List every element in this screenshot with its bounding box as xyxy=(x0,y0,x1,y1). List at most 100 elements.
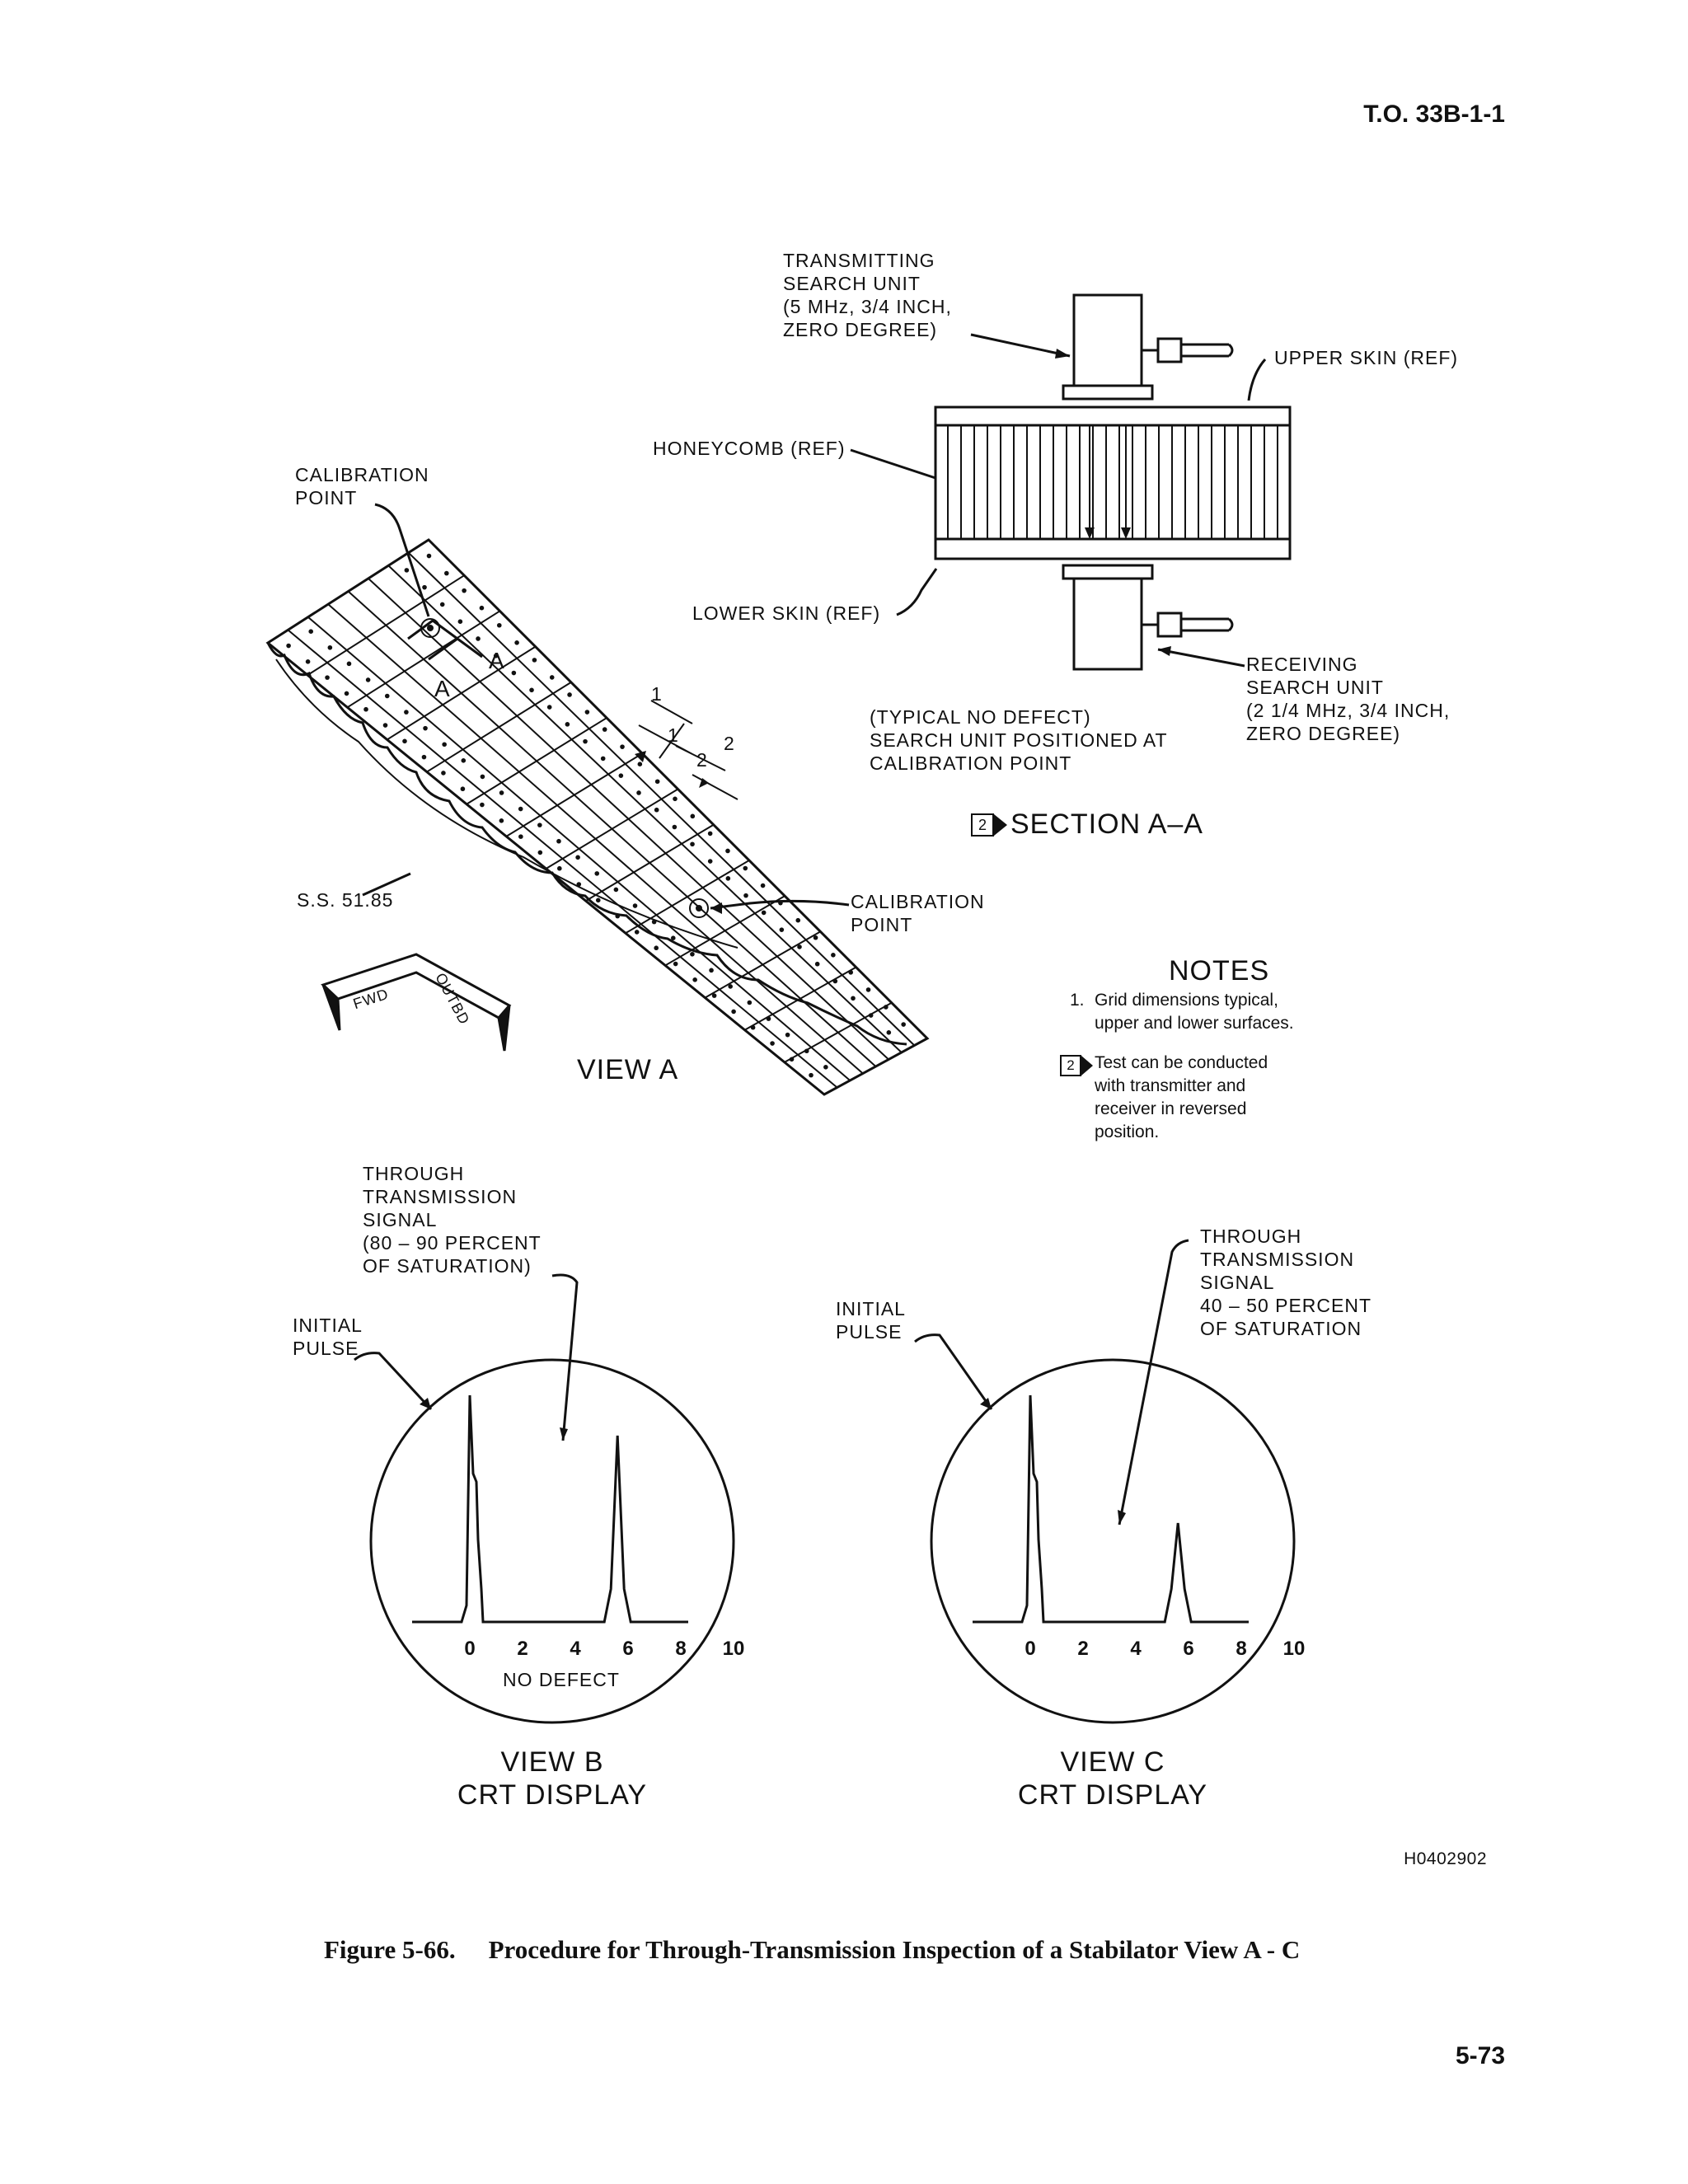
rivet xyxy=(556,838,561,844)
lower-skin xyxy=(934,537,1292,560)
note-2-callout: 2 xyxy=(1060,1055,1081,1076)
crt-trace-c xyxy=(973,1394,1249,1624)
rivet xyxy=(636,790,641,795)
rivet xyxy=(583,738,588,744)
rivet xyxy=(711,993,717,998)
rivet xyxy=(823,1065,828,1070)
rivet xyxy=(499,818,504,823)
rivet xyxy=(402,738,407,744)
rivet xyxy=(654,779,660,785)
rivet xyxy=(511,670,517,676)
rivet xyxy=(848,970,854,975)
figure-caption-text: Procedure for Through-Transmission Inspe… xyxy=(488,1935,1301,1964)
rivet xyxy=(634,930,640,935)
calibration-point-2 xyxy=(689,898,709,918)
rivet xyxy=(422,584,427,590)
rivet xyxy=(813,935,818,940)
grid-line xyxy=(307,616,851,1081)
rivet xyxy=(832,978,838,984)
section-aa-drawing xyxy=(850,293,1292,671)
rivet xyxy=(426,553,432,559)
rivet xyxy=(346,661,352,667)
figure-caption: Figure 5-66. Procedure for Through-Transm… xyxy=(298,1905,1300,1994)
rivet xyxy=(537,823,542,827)
rivet xyxy=(565,722,570,727)
rivet xyxy=(725,876,731,881)
rivet xyxy=(750,1024,756,1030)
rivet xyxy=(404,568,410,573)
transmitting-search-unit xyxy=(1072,293,1143,387)
rivet xyxy=(651,919,657,925)
rivet xyxy=(770,1041,775,1046)
rivet xyxy=(575,855,580,860)
view-a-drawing xyxy=(265,503,930,1096)
dimension-1b: 1 xyxy=(668,724,679,746)
rivet xyxy=(886,1030,892,1035)
rivet xyxy=(363,706,368,712)
rivet xyxy=(518,806,523,812)
rivet xyxy=(423,725,428,731)
rivet xyxy=(286,643,291,649)
calibration-point-bottom-label: CALIBRATION POINT xyxy=(851,891,985,935)
dimension-1a: 1 xyxy=(651,683,663,705)
crt-circle-b xyxy=(369,1358,735,1724)
rivet xyxy=(557,865,562,871)
rivet xyxy=(532,658,537,663)
crt-tick-label: 2 xyxy=(517,1638,528,1660)
lower-skin-label: LOWER SKIN (REF) xyxy=(692,602,881,624)
note-2-callout-arrow xyxy=(1081,1056,1093,1076)
section-marker-a-1: A xyxy=(489,648,505,673)
crt-tick-label: 10 xyxy=(723,1638,745,1660)
rivet xyxy=(600,756,606,762)
rivet xyxy=(743,893,748,898)
figure-number: Figure 5-66. xyxy=(324,1935,456,1964)
rivet xyxy=(325,675,330,680)
rivet xyxy=(480,802,485,808)
rivet xyxy=(444,570,449,576)
honeycomb xyxy=(934,424,1292,541)
rivet xyxy=(460,786,466,792)
rivet xyxy=(731,1009,736,1015)
rivet xyxy=(728,984,733,989)
crt-tick-label: 8 xyxy=(675,1638,686,1660)
rivet xyxy=(457,619,463,624)
rivet xyxy=(795,917,801,923)
crt-tick-label: 0 xyxy=(464,1638,475,1660)
rivet xyxy=(595,898,601,903)
calibration-point-top-label: CALIBRATION POINT xyxy=(295,464,429,509)
rivet xyxy=(594,871,600,876)
rivet xyxy=(725,848,730,854)
crt-tick-label: 10 xyxy=(1283,1638,1306,1660)
rivet xyxy=(421,754,427,760)
rivet xyxy=(654,807,659,813)
rivet xyxy=(670,935,676,940)
rivet xyxy=(461,758,467,763)
rivet xyxy=(884,1005,889,1010)
rivet xyxy=(529,687,534,693)
note-2-text: Test can be conducted with transmitter a… xyxy=(1095,1053,1268,1141)
rivet xyxy=(476,636,481,641)
rivet xyxy=(743,865,748,871)
rivet xyxy=(673,961,678,967)
section-aa-caption: (TYPICAL NO DEFECT) SEARCH UNIT POSITION… xyxy=(870,706,1168,774)
rivet xyxy=(901,1022,906,1027)
rivet xyxy=(493,653,499,658)
view-c-signal-label: THROUGH TRANSMISSION SIGNAL 40 – 50 PERC… xyxy=(1200,1226,1372,1339)
view-b-title: VIEW B CRT DISPLAY xyxy=(457,1746,648,1811)
rivet xyxy=(690,951,695,957)
rivet xyxy=(480,774,485,780)
rivet xyxy=(618,773,624,778)
rivet xyxy=(602,727,607,732)
rivet xyxy=(576,882,582,887)
rivet xyxy=(707,859,713,864)
grid-line xyxy=(327,603,864,1075)
rivet xyxy=(462,588,467,593)
rivet xyxy=(305,659,311,664)
rivet xyxy=(518,834,523,839)
rivet xyxy=(620,744,625,749)
receiving-search-unit xyxy=(1072,577,1143,671)
rivet xyxy=(766,1016,771,1021)
